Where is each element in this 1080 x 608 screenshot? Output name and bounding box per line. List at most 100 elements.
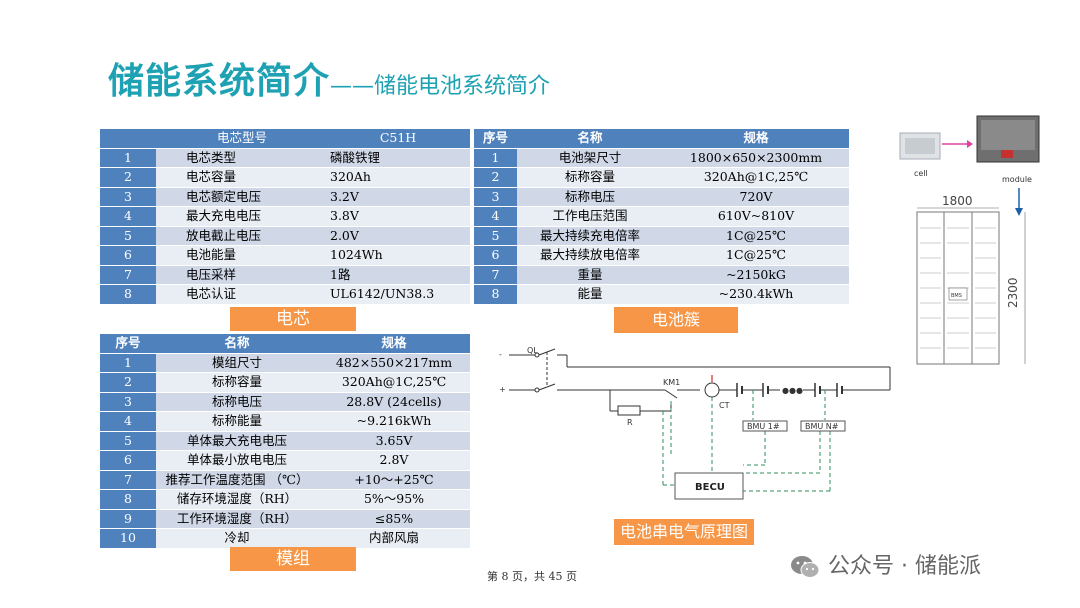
row-value: 磷酸铁锂 — [302, 148, 470, 167]
row-value: 320Ah@1C,25℃ — [318, 373, 470, 392]
row-index: 6 — [100, 451, 156, 470]
row-value: ~9.216kWh — [318, 412, 470, 431]
row-index: 5 — [474, 226, 517, 245]
row-name: 放电截止电压 — [156, 226, 302, 245]
row-name: 模组尺寸 — [156, 353, 318, 372]
row-value: ~230.4kWh — [663, 285, 849, 304]
module-label: module — [1002, 175, 1032, 184]
row-index: 3 — [474, 187, 517, 206]
row-name: 推荐工作温度范围 （℃） — [156, 470, 318, 489]
watermark-text: 公众号 · 储能派 — [828, 554, 981, 579]
row-index: 8 — [474, 285, 517, 304]
header-idx: 序号 — [474, 129, 517, 148]
width-label: 1800 — [942, 194, 973, 208]
row-name: 电压采样 — [156, 265, 302, 284]
header-value: C51H — [302, 129, 470, 148]
row-value: 1800×650×2300mm — [663, 148, 849, 167]
row-index: 4 — [100, 412, 156, 431]
row-value: 320Ah — [302, 168, 470, 187]
cell-caption: 电芯 — [230, 307, 356, 331]
header-name: 名称 — [517, 129, 663, 148]
becu-label: BECU — [695, 482, 725, 493]
row-index: 1 — [100, 353, 156, 372]
table-header-row: 电芯型号 C51H — [100, 129, 470, 148]
row-index: 9 — [100, 509, 156, 528]
row-name: 标称容量 — [156, 373, 318, 392]
row-index: 2 — [474, 168, 517, 187]
km1-label: KM1 — [663, 378, 680, 387]
row-index: 5 — [100, 226, 156, 245]
row-name: 最大持续放电倍率 — [517, 246, 663, 265]
row-index: 8 — [100, 490, 156, 509]
row-index: 4 — [474, 207, 517, 226]
row-name: 标称能量 — [156, 412, 318, 431]
row-value: 610V~810V — [663, 207, 849, 226]
module-caption: 模组 — [230, 547, 356, 571]
row-value: ~2150kG — [663, 265, 849, 284]
header-name: 名称 — [156, 334, 318, 353]
row-name: 最大充电电压 — [156, 207, 302, 226]
row-value: 1C@25℃ — [663, 226, 849, 245]
row-name: 冷却 — [156, 529, 318, 548]
row-value: 320Ah@1C,25℃ — [663, 168, 849, 187]
dots-label: ●●● — [782, 386, 803, 395]
row-index: 7 — [100, 470, 156, 489]
header-idx: 序号 — [100, 334, 156, 353]
bmun-label: BMU N# — [805, 422, 839, 431]
ct-label: CT — [719, 401, 730, 410]
row-value: 3.8V — [302, 207, 470, 226]
row-name: 储存环境湿度（RH） — [156, 490, 318, 509]
bms-label: BMS — [951, 293, 962, 299]
row-name: 电池架尺寸 — [517, 148, 663, 167]
row-name: 电芯认证 — [156, 285, 302, 304]
row-index: 2 — [100, 373, 156, 392]
minus-terminal: - — [499, 350, 502, 359]
row-value: 内部风扇 — [318, 529, 470, 548]
row-value: +10～+25℃ — [318, 470, 470, 489]
height-label: 2300 — [1006, 277, 1020, 308]
row-index: 1 — [474, 148, 517, 167]
row-index: 7 — [474, 265, 517, 284]
row-value: 1路 — [302, 265, 470, 284]
row-index: 1 — [100, 148, 156, 167]
row-index: 7 — [100, 265, 156, 284]
row-value: 482×550×217mm — [318, 353, 470, 372]
r-label: R — [627, 418, 633, 427]
row-value: 3.2V — [302, 187, 470, 206]
row-value: 28.8V (24cells) — [318, 392, 470, 411]
header-idx — [100, 129, 156, 148]
row-index: 8 — [100, 285, 156, 304]
row-name: 标称容量 — [517, 168, 663, 187]
row-name: 重量 — [517, 265, 663, 284]
table-header-row: 序号 名称 规格 — [100, 334, 470, 353]
row-name: 电芯类型 — [156, 148, 302, 167]
ql-label: QL — [527, 346, 538, 355]
row-name: 标称电压 — [517, 187, 663, 206]
row-index: 10 — [100, 529, 156, 548]
header-value: 规格 — [318, 334, 470, 353]
watermark: 公众号 · 储能派 — [790, 548, 981, 580]
